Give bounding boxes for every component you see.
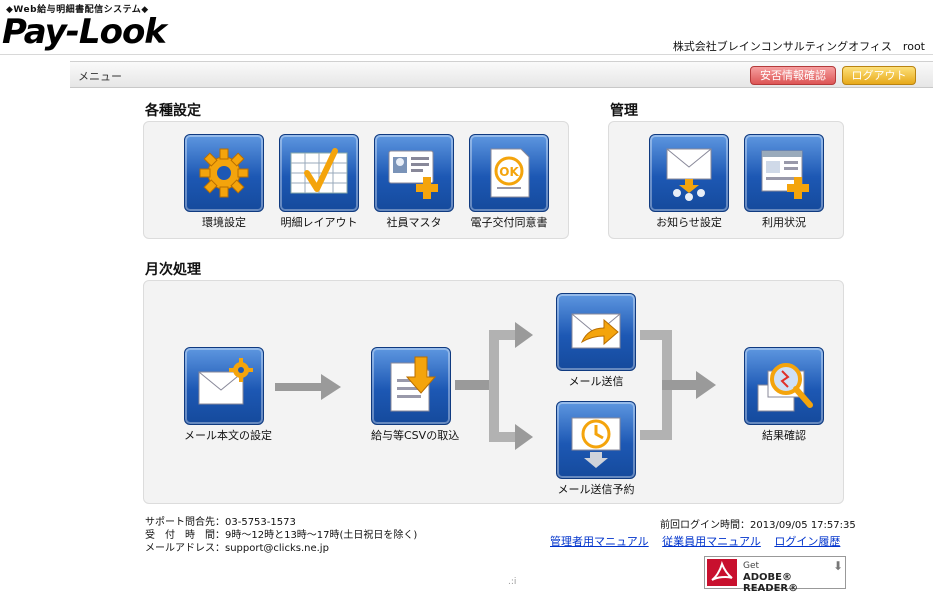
resize-grip-icon: .:i — [508, 577, 517, 587]
monthly-section-title: 月次処理 — [145, 262, 201, 278]
mail-schedule-icon — [556, 401, 636, 479]
support-info: サポート問合先：03-5753-1573 受 付 時 間：9時～12時と13時～… — [145, 516, 417, 555]
svg-text:OK: OK — [499, 165, 519, 179]
mail-settings-icon — [184, 347, 264, 425]
tile-label: メール送信予約 — [557, 483, 635, 496]
adobe-reader-badge[interactable]: Get ADOBE® READER® ⬇ — [704, 556, 846, 594]
tile-label: 社員マスタ — [386, 216, 442, 229]
logout-button[interactable]: ログアウト — [842, 66, 916, 85]
tile-label: お知らせ設定 — [656, 216, 722, 229]
header: ◆Web給与明細書配信システム◆ Pay-Look 株式会社ブレインコンサルティ… — [0, 0, 933, 56]
admin-manual-link[interactable]: 管理者用マニュアル — [550, 535, 649, 548]
login-history-link[interactable]: ログイン履歴 — [774, 535, 841, 548]
support-hours: 受 付 時 間：9時～12時と13時～17時(土日祝日を除く) — [145, 530, 418, 541]
tile-e-delivery-consent[interactable]: OK 電子交付同意書 — [469, 134, 549, 230]
tile-environment-settings[interactable]: 環境設定 — [184, 134, 264, 230]
tile-employee-master[interactable]: 社員マスタ — [374, 134, 454, 230]
tile-label: 電子交付同意書 — [470, 216, 548, 229]
csv-import-icon — [371, 347, 451, 425]
flow-arrow-icon — [275, 374, 341, 400]
ok-document-icon: OK — [469, 134, 549, 212]
usage-window-icon — [744, 134, 824, 212]
download-arrow-icon: ⬇ — [833, 559, 844, 573]
merge-arrow-icon — [640, 330, 716, 440]
tile-label: 明細レイアウト — [280, 216, 358, 229]
tile-notice-settings[interactable]: お知らせ設定 — [649, 134, 729, 230]
tile-payslip-layout[interactable]: 明細レイアウト — [279, 134, 359, 230]
support-email: メールアドレス：support@clicks.ne.jp — [145, 543, 329, 554]
tile-label: 環境設定 — [202, 216, 246, 229]
last-login-time: 前回ログイン時間：2013/09/05 17:57:35 — [660, 520, 856, 531]
tile-label: メール送信 — [568, 375, 624, 388]
employee-manual-link[interactable]: 従業員用マニュアル — [662, 535, 761, 548]
tile-mail-schedule[interactable]: メール送信予約 — [556, 401, 636, 497]
adobe-get-label: Get — [743, 561, 760, 571]
app-tagline: ◆Web給与明細書配信システム◆ — [6, 5, 149, 15]
support-phone: サポート問合先：03-5753-1573 — [145, 517, 296, 528]
tile-label: 給与等CSVの取込 — [371, 429, 460, 442]
tile-label: 結果確認 — [762, 429, 806, 442]
notice-mail-icon — [649, 134, 729, 212]
tile-usage-status[interactable]: 利用状況 — [744, 134, 824, 230]
settings-section-title: 各種設定 — [145, 103, 201, 119]
gear-icon — [184, 134, 264, 212]
admin-section-title: 管理 — [610, 103, 638, 119]
menu-bar: メニュー 安否情報確認 ログアウト — [70, 61, 933, 88]
result-search-icon — [744, 347, 824, 425]
menu-label: メニュー — [78, 70, 122, 83]
header-divider — [0, 54, 933, 55]
adobe-reader-label: ADOBE® READER® — [743, 572, 799, 594]
footer-links: 管理者用マニュアル 従業員用マニュアル ログイン履歴 — [550, 533, 850, 549]
layout-check-icon — [279, 134, 359, 212]
tile-label: 利用状況 — [762, 216, 806, 229]
company-user-label: 株式会社ブレインコンサルティングオフィス root — [672, 40, 925, 53]
tile-label: メール本文の設定 — [184, 429, 272, 442]
app-logo: Pay-Look — [2, 12, 167, 52]
tile-mail-send[interactable]: メール送信 — [556, 293, 636, 389]
mail-send-icon — [556, 293, 636, 371]
safety-info-button[interactable]: 安否情報確認 — [750, 66, 836, 85]
id-card-icon — [374, 134, 454, 212]
tile-csv-import[interactable]: 給与等CSVの取込 — [371, 347, 460, 443]
adobe-logo-icon — [707, 559, 737, 586]
tile-mail-body-settings[interactable]: メール本文の設定 — [184, 347, 272, 443]
tile-result-check[interactable]: 結果確認 — [744, 347, 824, 443]
split-arrow-icon — [455, 322, 533, 450]
